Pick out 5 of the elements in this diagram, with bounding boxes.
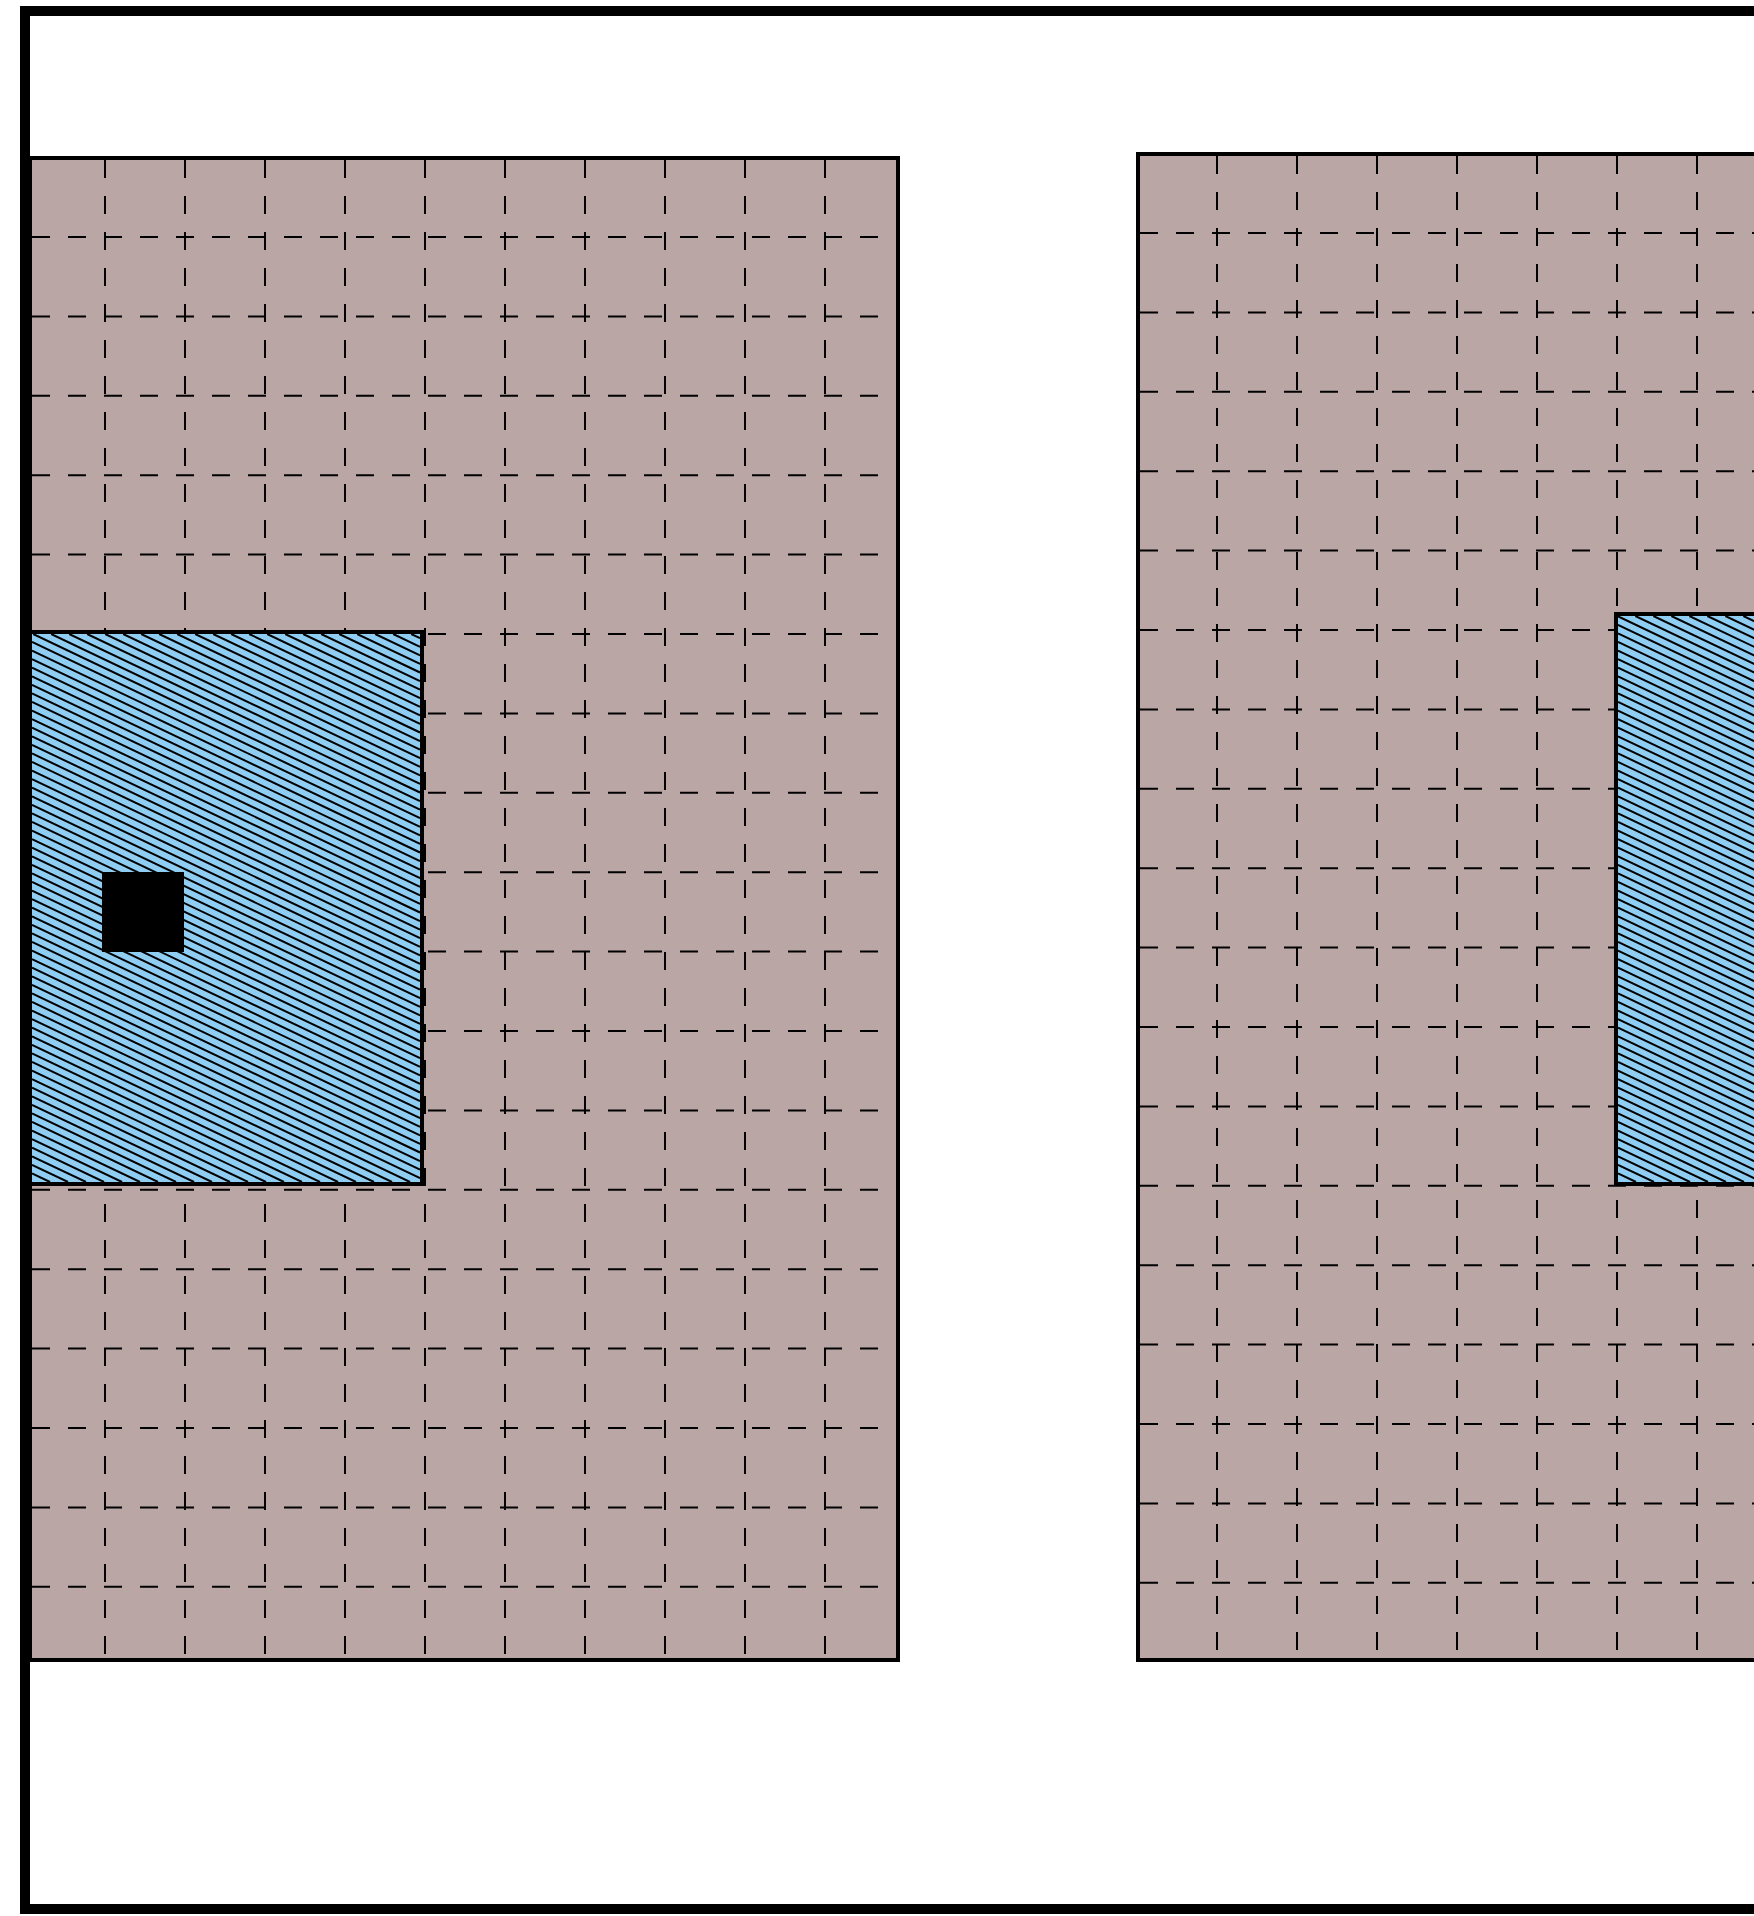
grid-region	[28, 156, 900, 1662]
hatched-region	[1614, 612, 1754, 1186]
square-marker	[102, 872, 184, 952]
grid-region	[1136, 152, 1754, 1662]
hatched-region	[28, 630, 424, 1186]
